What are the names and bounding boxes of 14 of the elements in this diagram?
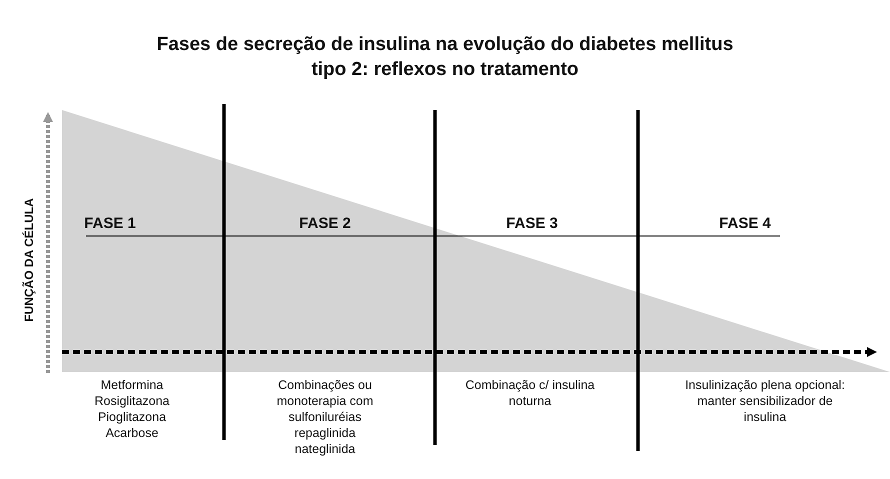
treatment-text: repaglinida [293,425,357,441]
treatment-text: nateglinida [294,441,356,457]
axis-label: FUNÇÃO DA CÉLULA [22,198,36,322]
phase-label: FASE 3 [505,215,559,233]
treatment-text: Combinação c/ insulina noturna [465,377,595,409]
phase-label: FASE 1 [83,215,137,233]
treatment-text: Pioglitazona [96,409,168,425]
title: Fases de secreção de insulina na evolução do diabetes mellitus tipo 2: reflexos no tratamento [156,33,734,82]
phase-label: FASE 2 [298,215,352,233]
treatment-text: Metformina [100,377,164,393]
phase-label: FASE 4 [718,215,772,233]
treatment-text: Acarbose [104,425,160,441]
treatment-text: Insulinização plena opcional: manter sensibilizador de insulina [684,377,846,425]
treatment-text: Rosiglitazona [93,393,171,409]
